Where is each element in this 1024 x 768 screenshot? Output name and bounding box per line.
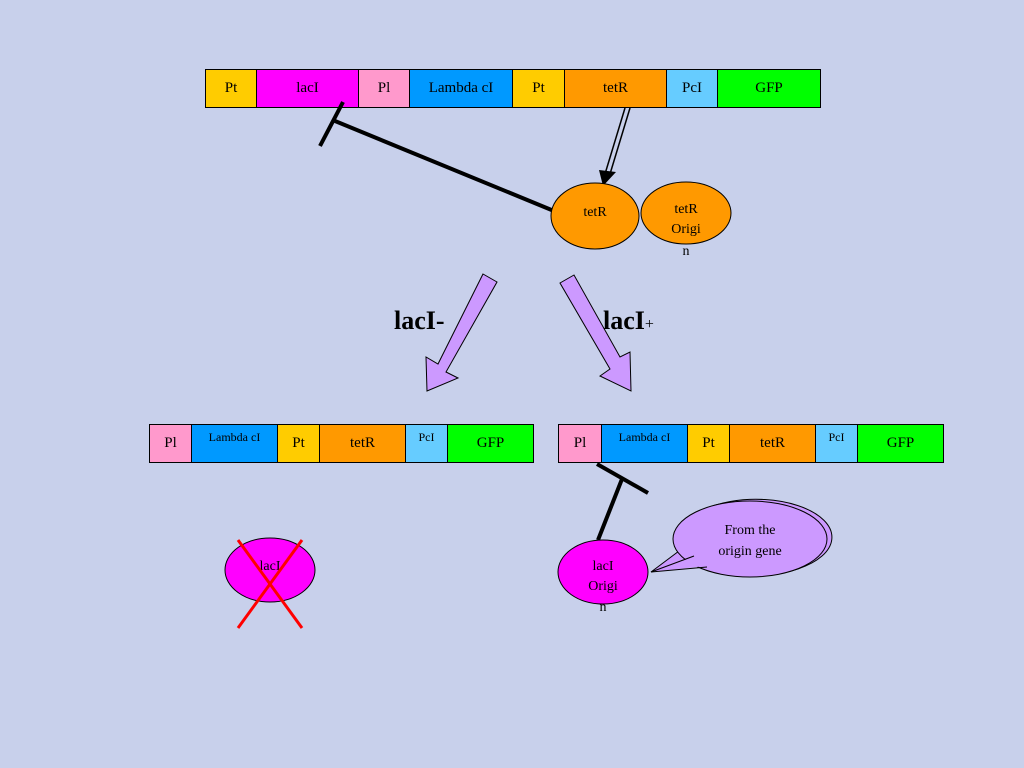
laci-origin-represses-pl-line — [596, 462, 649, 541]
arrow-to-laci-plus — [559, 274, 632, 392]
laci-plus-label: lacI+ — [603, 306, 654, 336]
callout-text-1: From the — [725, 523, 776, 538]
segment-pt: Pt — [277, 424, 320, 463]
segment-lambda-ci: Lambda cI — [409, 69, 513, 108]
segment-pci: PcI — [666, 69, 718, 108]
segment-tetr: tetR — [729, 424, 816, 463]
segment-gfp: GFP — [857, 424, 944, 463]
segment-pt-2: Pt — [512, 69, 565, 108]
tetr-origin-label-1: tetR — [674, 202, 698, 217]
segment-gfp: GFP — [447, 424, 534, 463]
tetr-origin-label-2: Origi — [671, 222, 701, 237]
laci-origin-label-3: n — [600, 600, 607, 615]
tetr-protein-label: tetR — [583, 205, 607, 220]
callout-text-2: origin gene — [718, 544, 781, 559]
laci-protein-label: lacI — [260, 559, 281, 574]
segment-pci: PcI — [815, 424, 858, 463]
laci-origin-label-2: Origi — [588, 579, 618, 594]
laci-origin-label-1: lacI — [593, 559, 614, 574]
tetr-origin-oval — [640, 181, 732, 245]
laci-minus-label: lacI- — [394, 306, 445, 335]
segment-pci: PcI — [405, 424, 448, 463]
laci-plus-label-sign: + — [644, 316, 654, 333]
tetr-expression-arrow — [599, 107, 631, 186]
tetr-protein-oval — [550, 182, 640, 250]
arrow-to-laci-minus — [425, 273, 498, 392]
laci-origin-oval — [557, 539, 649, 605]
tetr-origin-label-3: n — [683, 244, 690, 259]
callout-bubble — [650, 498, 833, 578]
cross-mark-icon — [236, 539, 304, 629]
segment-gfp: GFP — [717, 69, 821, 108]
segment-pl: Pl — [149, 424, 192, 463]
segment-pt: Pt — [687, 424, 730, 463]
segment-tetr: tetR — [319, 424, 406, 463]
laci-plus-label-main: lacI — [603, 306, 645, 335]
segment-lambda-ci: Lambda cI — [601, 424, 688, 463]
segment-lambda-ci: Lambda cI — [191, 424, 278, 463]
segment-pt-1: Pt — [205, 69, 257, 108]
segment-pl: Pl — [358, 69, 410, 108]
tetr-represses-laci-line — [318, 101, 555, 213]
